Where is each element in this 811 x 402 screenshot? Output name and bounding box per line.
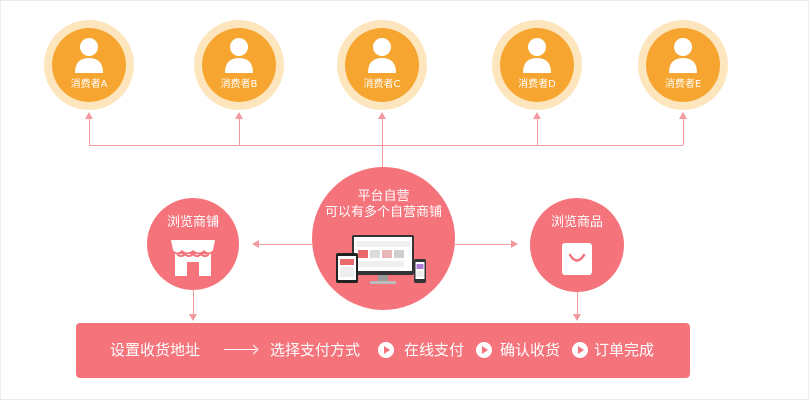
step-set-address: 设置收货地址 xyxy=(110,341,201,359)
long-arrow-icon xyxy=(224,349,256,350)
browse-goods-node: 浏览商品 xyxy=(530,198,624,292)
connector-line xyxy=(683,118,684,145)
consumer-bus-line xyxy=(89,145,683,146)
consumer-c: 消费者C xyxy=(337,20,427,110)
devices-illustration-icon xyxy=(336,235,426,284)
connector-line xyxy=(382,118,383,167)
user-icon xyxy=(75,38,103,73)
user-icon xyxy=(669,38,697,73)
storefront-icon xyxy=(171,240,215,276)
arrow-up-icon xyxy=(533,112,541,119)
play-arrow-icon xyxy=(572,342,588,358)
connector-line xyxy=(537,118,538,145)
platform-title: 平台自营 可以有多个自营商铺 xyxy=(312,189,455,221)
arrow-down-icon xyxy=(573,314,581,321)
step-online-payment: 在线支付 xyxy=(404,341,465,359)
platform-line2: 可以有多个自营商铺 xyxy=(324,205,442,220)
arrow-down-icon xyxy=(189,314,197,321)
connector-line xyxy=(258,244,312,245)
consumer-d: 消费者D xyxy=(492,20,582,110)
browse-shop-node: 浏览商铺 xyxy=(147,198,239,290)
consumer-a: 消费者A xyxy=(44,20,134,110)
consumer-label: 消费者D xyxy=(518,79,556,90)
step-choose-payment: 选择支付方式 xyxy=(270,341,361,359)
browse-goods-label: 浏览商品 xyxy=(550,215,603,230)
connector-line xyxy=(577,292,578,314)
arrow-up-icon xyxy=(85,112,93,119)
user-icon xyxy=(225,38,253,73)
consumer-label: 消费者E xyxy=(664,79,702,90)
user-icon xyxy=(368,38,396,73)
arrow-up-icon xyxy=(235,112,243,119)
order-flow-bar: 设置收货地址 选择支付方式 在线支付 确认收货 订单完成 xyxy=(76,323,690,378)
consumer-label: 消费者C xyxy=(363,79,401,90)
connector-line xyxy=(455,244,511,245)
arrow-up-icon xyxy=(378,112,386,119)
connector-line xyxy=(89,118,90,145)
play-arrow-icon xyxy=(476,342,492,358)
arrow-up-icon xyxy=(679,112,687,119)
consumer-label: 消费者B xyxy=(220,79,258,90)
consumer-label: 消费者A xyxy=(70,79,108,90)
step-order-complete: 订单完成 xyxy=(594,341,655,359)
arrow-right-icon xyxy=(511,240,518,248)
consumer-e: 消费者E xyxy=(638,20,728,110)
connector-line xyxy=(193,290,194,314)
shopping-bag-icon xyxy=(562,243,592,275)
browse-shop-label: 浏览商铺 xyxy=(166,215,219,230)
user-icon xyxy=(523,38,551,73)
connector-line xyxy=(239,118,240,145)
step-confirm-receipt: 确认收货 xyxy=(500,341,561,359)
play-arrow-icon xyxy=(378,342,394,358)
platform-line1: 平台自营 xyxy=(357,189,410,204)
consumer-b: 消费者B xyxy=(194,20,284,110)
platform-node: 平台自营 可以有多个自营商铺 xyxy=(312,167,455,310)
arrow-left-icon xyxy=(252,240,259,248)
